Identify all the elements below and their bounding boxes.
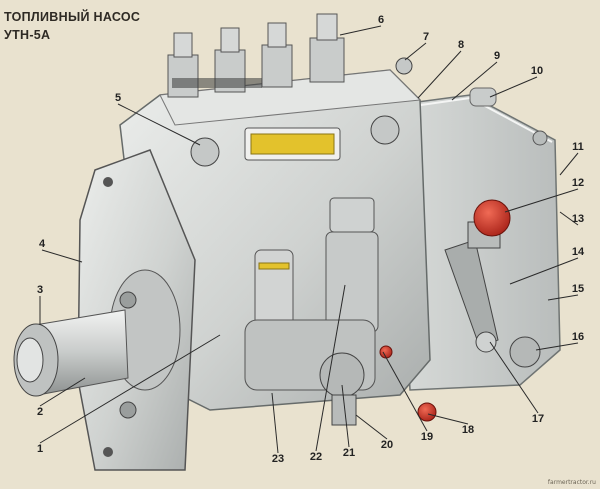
title-line-1: ТОПЛИВНЫЙ НАСОС (4, 10, 141, 24)
callout-19: 19 (421, 431, 433, 443)
callout-21: 21 (343, 447, 355, 459)
leader-line-5 (117, 103, 201, 146)
control-lever (417, 199, 541, 422)
leader-line-13 (559, 211, 579, 226)
callout-23: 23 (272, 453, 284, 465)
callout-4: 4 (39, 238, 46, 250)
leader-line-8 (417, 50, 462, 99)
callout-20: 20 (381, 439, 393, 451)
callout-9: 9 (494, 50, 500, 62)
red-cap (473, 199, 511, 237)
leader-line-23 (271, 392, 279, 454)
callout-17: 17 (532, 413, 544, 425)
leader-line-12 (504, 188, 579, 213)
fitting-bolt (370, 115, 400, 145)
section-3 (261, 22, 293, 88)
callout-10: 10 (531, 65, 543, 77)
section-4 (309, 13, 345, 83)
priming-pump (244, 197, 393, 426)
drain-plug (509, 336, 541, 368)
top-cap (469, 87, 497, 107)
drive-shaft (13, 309, 129, 397)
bottom-red-plug (417, 402, 437, 422)
injection-sections (167, 13, 345, 98)
mounting-flange (77, 149, 196, 471)
callout-14: 14 (572, 246, 585, 258)
leader-line-21 (341, 384, 350, 448)
callout-3: 3 (37, 284, 43, 296)
callout-6: 6 (378, 14, 384, 26)
callout-8: 8 (458, 39, 464, 51)
callout-11: 11 (572, 141, 584, 153)
leader-line-18 (427, 413, 469, 425)
leader-line-7 (404, 42, 427, 61)
leader-line-15 (547, 294, 579, 301)
leader-line-9 (451, 61, 498, 101)
priming-knob (329, 197, 375, 233)
callout-1: 1 (37, 443, 43, 455)
callout-13: 13 (572, 213, 584, 225)
callout-7: 7 (423, 31, 429, 43)
leader-line-16 (535, 342, 579, 351)
leader-lines (39, 25, 579, 454)
name-plate-yellow (250, 133, 335, 155)
leader-line-11 (559, 152, 579, 176)
leader-line-20 (355, 414, 388, 440)
rear-bolt (532, 130, 548, 146)
leader-line-19 (382, 351, 428, 432)
callout-18: 18 (462, 424, 474, 436)
callout-2: 2 (37, 406, 43, 418)
leader-line-4 (41, 249, 83, 263)
section-1 (167, 32, 199, 98)
leader-line-22 (315, 284, 346, 452)
leader-line-10 (489, 76, 538, 98)
title-line-2: УТН-5А (4, 28, 51, 42)
watermark: farmertractor.ru (547, 479, 596, 486)
top-bolt (395, 57, 413, 75)
clamp-bar (172, 78, 262, 88)
leader-line-6 (339, 25, 382, 36)
leader-line-1 (39, 334, 221, 444)
side-bolt (190, 137, 220, 167)
callout-15: 15 (572, 283, 584, 295)
callout-22: 22 (310, 451, 322, 463)
callout-16: 16 (572, 331, 584, 343)
callout-5: 5 (115, 92, 121, 104)
leader-line-14 (509, 257, 579, 285)
callout-12: 12 (572, 177, 584, 189)
diagram-title: ТОПЛИВНЫЙ НАСОС УТН-5А (4, 8, 140, 44)
leader-line-2 (39, 377, 86, 407)
leader-line-17 (489, 341, 539, 414)
